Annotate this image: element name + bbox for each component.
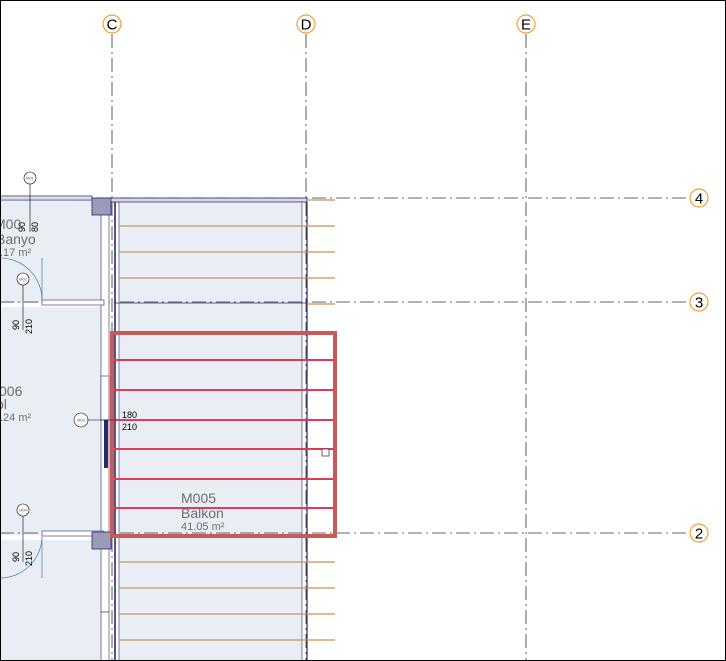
room-area[interactable]: 41.05 m² (181, 521, 225, 533)
grid-bubble-d[interactable]: D (296, 14, 316, 34)
svg-text:2: 2 (695, 526, 703, 543)
grid-bubble-c[interactable]: C (102, 14, 122, 34)
door-width-label: 180 (122, 410, 137, 420)
door-height-label: 210 (24, 319, 34, 334)
room-number[interactable]: M005 (181, 490, 216, 506)
room-number[interactable]: 006 (0, 383, 23, 399)
door-swings (0, 257, 43, 579)
column-c4[interactable] (91, 197, 112, 216)
door-height-label: 210 (24, 551, 34, 566)
door-height-label: 210 (122, 422, 137, 432)
door-tag-circle[interactable] (23, 171, 37, 185)
wall-balkon-top[interactable] (109, 197, 308, 203)
door-width-label: 90 (17, 222, 27, 232)
door-tags (16, 171, 116, 562)
columns (91, 197, 112, 550)
svg-text:4: 4 (695, 191, 703, 208)
door-dimensions: 90 80 90 210 180 210 90 210 (11, 222, 137, 566)
door-tag-circle[interactable] (16, 503, 30, 517)
room-tags: M00 Banyo .17 m² 006 ol .24 m² M005 Balk… (0, 216, 225, 533)
grid-bubble-2[interactable]: 2 (689, 523, 709, 543)
svg-text:D: D (301, 17, 312, 34)
room-name[interactable]: Balkon (181, 505, 224, 521)
svg-text:C: C (107, 17, 118, 34)
svg-text:M03: M03 (77, 418, 86, 423)
grid-bubbles-columns: C D E (102, 14, 536, 34)
room-balkon-fill[interactable] (119, 203, 302, 661)
svg-text:M01: M01 (26, 176, 35, 181)
room-number[interactable]: M00 (0, 216, 21, 232)
room-banyo-fill[interactable] (0, 200, 103, 303)
door-tag-circle[interactable] (16, 272, 30, 286)
door-tag-circle[interactable] (73, 412, 89, 428)
door-swing-banyo[interactable] (0, 257, 43, 301)
door-swing-lower[interactable] (0, 535, 43, 579)
room-fills (0, 200, 302, 661)
door-height-label: 80 (30, 222, 40, 232)
column-c2[interactable] (91, 531, 112, 550)
grid-bubble-4[interactable]: 4 (689, 188, 709, 208)
svg-text:M02: M02 (19, 277, 28, 282)
room-lower-fill[interactable] (0, 540, 103, 661)
door-tag-labels: M01 M02 M03 M04 (19, 176, 86, 513)
railings (119, 199, 335, 641)
door-opening-jamb[interactable] (104, 420, 108, 468)
room-area[interactable]: .24 m² (0, 412, 32, 424)
wall-partition-3[interactable] (41, 299, 105, 306)
grid-bubbles-rows: 4 3 2 (689, 188, 709, 543)
svg-text:3: 3 (695, 295, 703, 312)
selection-box[interactable] (110, 331, 337, 538)
highlight-lines (112, 359, 335, 509)
svg-text:M04: M04 (19, 508, 28, 513)
door-width-label: 90 (11, 552, 21, 562)
room-area[interactable]: .17 m² (0, 247, 32, 259)
grid-bubble-e[interactable]: E (516, 14, 536, 34)
svg-text:E: E (521, 17, 531, 34)
room-name[interactable]: ol (0, 396, 7, 412)
selection-grip[interactable] (321, 448, 330, 457)
grid-bubble-3[interactable]: 3 (689, 292, 709, 312)
room-name[interactable]: Banyo (0, 231, 36, 247)
door-width-label: 90 (11, 320, 21, 330)
